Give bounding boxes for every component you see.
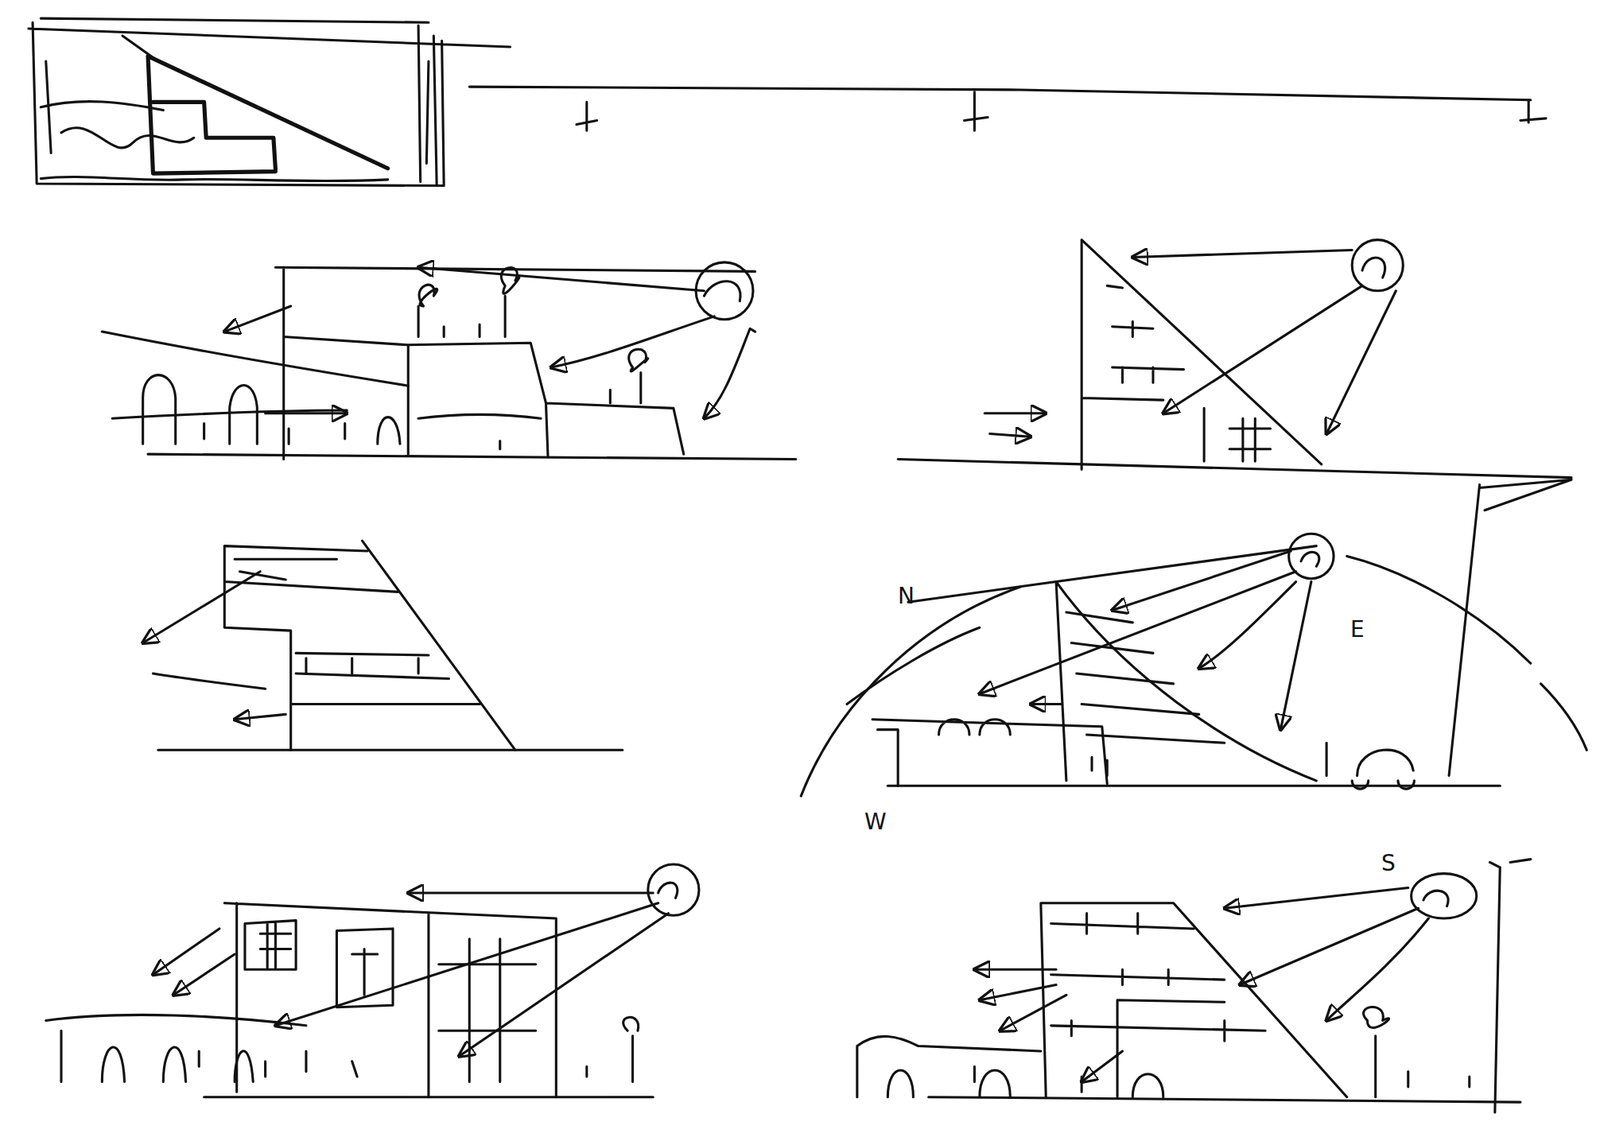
compass-letter: N — [897, 585, 915, 608]
curved-perspective-sketch — [800, 479, 1587, 797]
plan-sketch — [28, 18, 511, 186]
section-cut-line — [469, 86, 1546, 131]
facade-sketch-left — [46, 864, 700, 1098]
compass-letter: W — [864, 811, 887, 834]
compass-letter: E — [1350, 618, 1365, 641]
cantilever-section-sketch — [143, 540, 623, 750]
stepped-section-sketch — [101, 262, 797, 460]
triangular-section-sketch — [897, 240, 1572, 478]
compass-letter: S — [1381, 852, 1396, 875]
facade-sketch-right — [857, 859, 1531, 1113]
